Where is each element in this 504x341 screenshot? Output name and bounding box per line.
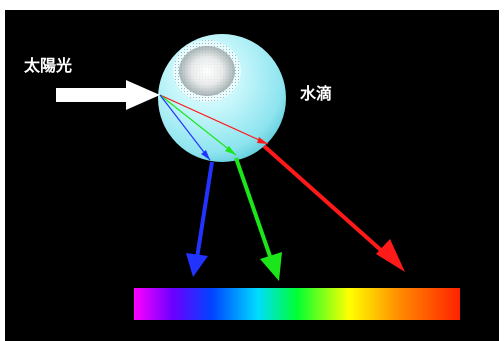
water-droplet-label: 水滴: [300, 84, 333, 103]
sunlight-label: 太陽光: [24, 56, 73, 75]
internal-blue-ray: [159, 94, 211, 161]
internal-green-ray: [159, 94, 237, 156]
internal-red-ray: [159, 94, 269, 145]
green-ray-arrow-icon: [234, 157, 282, 281]
droplet-highlight: [179, 46, 235, 96]
blue-ray-arrow-icon: [186, 161, 214, 277]
thick-right-arrow-icon: [56, 80, 160, 110]
color-spectrum: [134, 288, 460, 320]
internal-rays: [159, 94, 269, 161]
red-ray-arrow-icon: [262, 144, 405, 272]
